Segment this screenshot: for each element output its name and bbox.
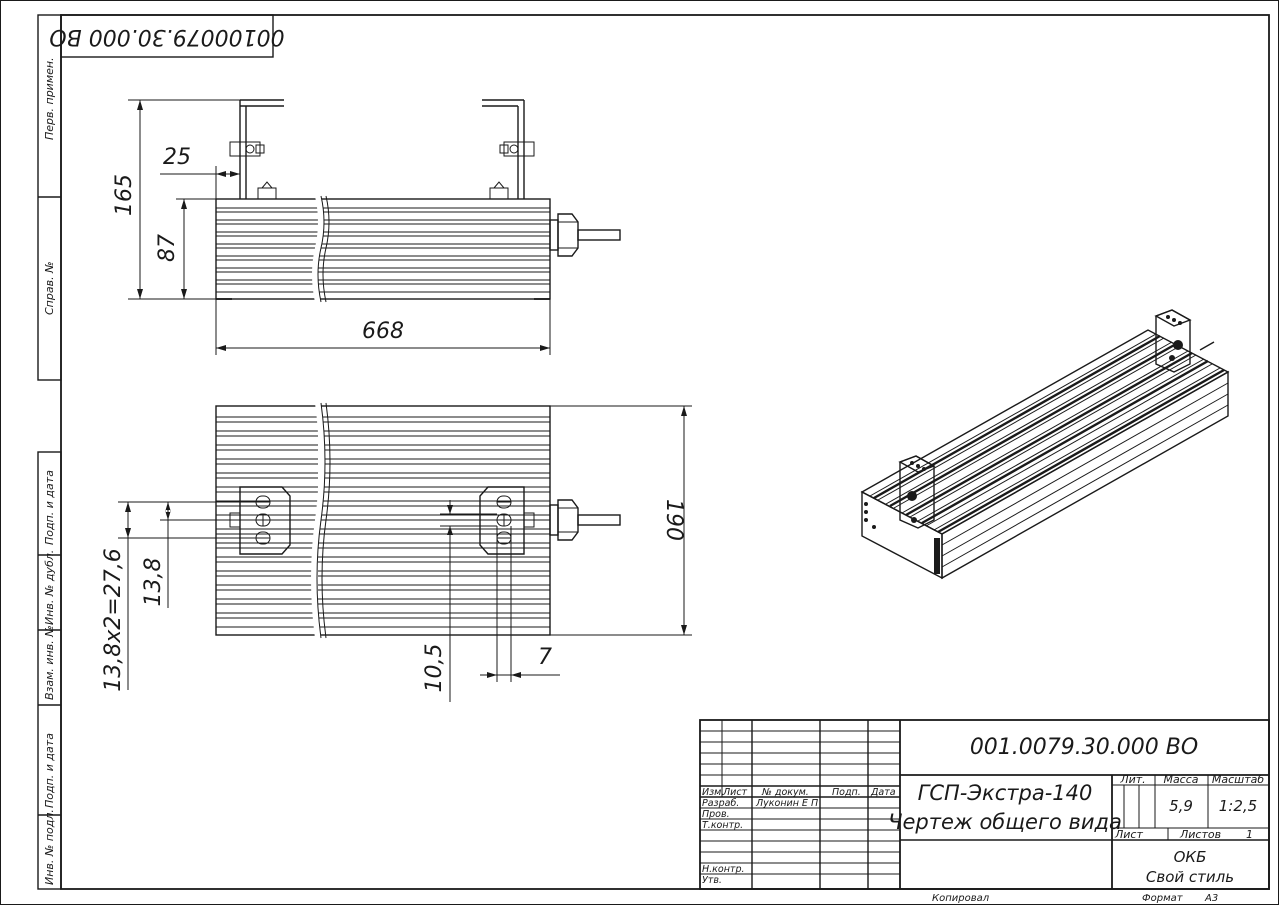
tb-col-data: Дата — [870, 787, 896, 798]
tb-listov-value: 1 — [1246, 828, 1253, 841]
front-view-fins — [216, 207, 550, 293]
front-view — [215, 99, 621, 303]
tb-masshtab-value: 1:2,5 — [1219, 797, 1257, 815]
side-label-podp-data-1: Подп. и дата — [43, 470, 56, 545]
tb-masshtab-label: Масштаб — [1212, 773, 1264, 786]
top-view-dimensions: 190 13,8х2=27,6 13,8 10,5 7 — [101, 405, 692, 702]
front-view-dimensions: 165 87 25 668 — [112, 99, 551, 355]
dim-7: 7 — [538, 645, 552, 670]
dim-25: 25 — [163, 145, 191, 170]
tb-listov-label: Листов — [1179, 828, 1221, 841]
side-strip-bottom: Подп. и дата Инв. № дубл. Взам. инв. № П… — [37, 451, 62, 890]
tb-prov-label: Пров. — [702, 809, 730, 820]
tb-lit-label: Лит. — [1119, 773, 1145, 786]
side-strip-top: Перв. примен. Справ. № — [37, 14, 62, 381]
dim-165: 165 — [112, 174, 137, 216]
side-label-podp-data-2: Подп. и дата — [43, 733, 56, 808]
rotated-code-box: 00100079.30.000 ВО — [49, 14, 285, 58]
side-label-inv-podl: Инв. № подл. — [43, 809, 56, 885]
tb-utv-label: Утв. — [702, 875, 722, 886]
dim-10-5: 10,5 — [422, 644, 447, 693]
tb-razrab-name: Луконин Е П — [755, 798, 818, 809]
tb-tkontr-label: Т.контр. — [702, 820, 743, 831]
title-block: Изм. Лист № докум. Подп. Дата Разраб. Лу… — [699, 719, 1270, 904]
tb-col-list: Лист — [722, 787, 748, 798]
dim-668: 668 — [362, 319, 404, 344]
tb-razrab-label: Разраб. — [702, 798, 739, 809]
dim-190: 190 — [661, 499, 686, 541]
tb-format-value: А3 — [1204, 893, 1218, 904]
side-label-inv-dubl: Инв. № дубл. — [43, 550, 56, 625]
side-label-vzam-inv: Взам. инв. № — [43, 625, 56, 700]
tb-massa-value: 5,9 — [1169, 797, 1193, 815]
tb-format-label: Формат — [1142, 893, 1184, 904]
tb-list-label: Лист — [1114, 828, 1143, 841]
dim-13-8x2: 13,8х2=27,6 — [101, 548, 126, 691]
top-view-fins — [216, 416, 550, 628]
side-label-perv-primen: Перв. примен. — [43, 57, 56, 140]
tb-doc-type: Чертеж общего вида — [888, 810, 1122, 834]
top-view — [215, 402, 621, 639]
side-label-sprav-no: Справ. № — [43, 261, 56, 315]
isometric-view — [860, 309, 1230, 580]
tb-org-line1: ОКБ — [1174, 848, 1207, 866]
tb-col-izm: Изм. — [702, 787, 724, 798]
rotated-doc-code: 00100079.30.000 ВО — [49, 24, 284, 49]
tb-massa-label: Масса — [1163, 773, 1198, 786]
tb-org-line2: Свой стиль — [1146, 868, 1234, 886]
tb-nkontr-label: Н.контр. — [702, 864, 745, 875]
tb-doc-code: 001.0079.30.000 ВО — [970, 735, 1198, 760]
tb-product-name: ГСП-Экстра-140 — [918, 781, 1093, 805]
dim-87: 87 — [155, 234, 180, 262]
tb-col-docum: № докум. — [761, 787, 809, 798]
tb-kopiroval: Копировал — [932, 893, 990, 904]
dim-13-8: 13,8 — [141, 558, 166, 607]
tb-col-podp: Подп. — [832, 787, 861, 798]
